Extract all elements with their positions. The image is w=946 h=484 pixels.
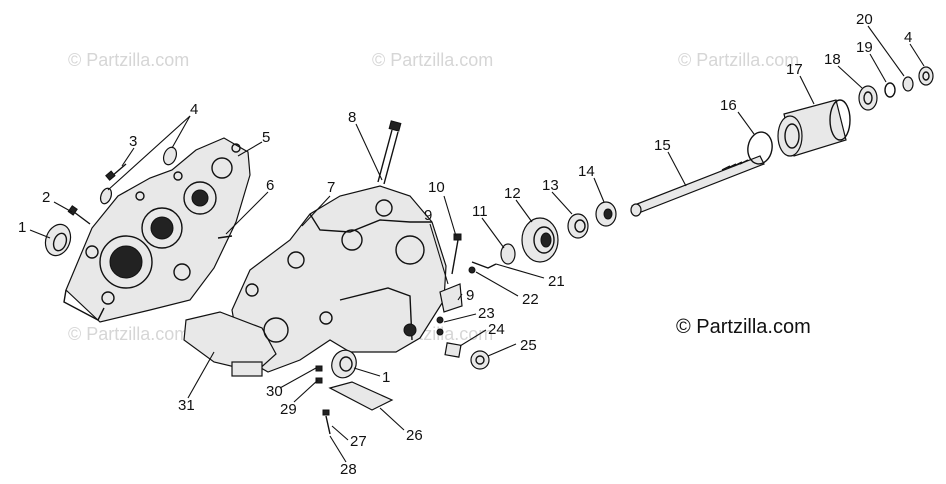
callout-8: 8 bbox=[348, 109, 356, 126]
callout-19: 19 bbox=[856, 39, 873, 56]
bushing bbox=[595, 201, 617, 227]
gear-12 bbox=[521, 217, 559, 263]
callout-30: 30 bbox=[266, 383, 283, 400]
bolt bbox=[377, 120, 402, 185]
watermark: © Partzilla.com bbox=[678, 50, 799, 70]
bracket bbox=[439, 283, 463, 313]
callout-2: 2 bbox=[42, 189, 50, 206]
gearcase-cover bbox=[63, 137, 251, 323]
callouts: 1 2 3 4 5 6 7 8 9 10 11 12 13 14 15 16 1… bbox=[18, 11, 912, 478]
callout-17: 17 bbox=[786, 61, 803, 78]
oil-seal bbox=[331, 349, 357, 379]
seal bbox=[99, 146, 178, 205]
bolt bbox=[451, 233, 462, 275]
callout-11: 11 bbox=[472, 203, 488, 220]
bolt bbox=[67, 205, 91, 225]
screw bbox=[322, 409, 331, 435]
callout-6: 6 bbox=[266, 177, 274, 194]
callout-31: 31 bbox=[178, 397, 195, 414]
bolt bbox=[105, 163, 127, 181]
callout-1: 1 bbox=[18, 219, 26, 236]
callout-4: 4 bbox=[190, 101, 198, 118]
callout-12: 12 bbox=[504, 185, 521, 202]
drive-shaft bbox=[630, 155, 765, 217]
callout-28: 28 bbox=[340, 461, 357, 478]
callout-29: 29 bbox=[280, 401, 297, 418]
callout-13: 13 bbox=[542, 177, 559, 194]
bearing bbox=[567, 213, 589, 239]
callout-10: 10 bbox=[428, 179, 445, 196]
washer bbox=[902, 76, 914, 92]
callout-9: 9 bbox=[424, 207, 432, 224]
callout-1b: 1 bbox=[382, 369, 390, 386]
washer bbox=[436, 316, 444, 336]
seal bbox=[470, 350, 490, 370]
callout-21: 21 bbox=[548, 273, 565, 290]
oil-seal bbox=[44, 223, 72, 257]
callout-24: 24 bbox=[488, 321, 505, 338]
callout-4b: 4 bbox=[904, 29, 912, 46]
snap-ring bbox=[884, 82, 896, 98]
nut bbox=[444, 342, 462, 358]
cover-plate bbox=[328, 381, 394, 411]
watermark: © Partzilla.com bbox=[68, 50, 189, 70]
watermark: © Partzilla.com bbox=[68, 324, 189, 344]
callout-18: 18 bbox=[824, 51, 841, 68]
callout-7: 7 bbox=[327, 179, 335, 196]
dowel-pin bbox=[217, 235, 233, 239]
callout-16: 16 bbox=[720, 97, 737, 114]
callout-23: 23 bbox=[478, 305, 495, 322]
callout-15: 15 bbox=[654, 137, 671, 154]
o-ring bbox=[747, 131, 773, 165]
bearing bbox=[858, 85, 878, 111]
callout-3: 3 bbox=[129, 133, 137, 150]
callout-14: 14 bbox=[578, 163, 595, 180]
callout-27: 27 bbox=[350, 433, 367, 450]
gear-11 bbox=[500, 243, 516, 265]
watermark: © Partzilla.com bbox=[372, 50, 493, 70]
callout-20: 20 bbox=[856, 11, 873, 28]
copyright-notice: © Partzilla.com bbox=[676, 316, 811, 338]
callout-5: 5 bbox=[262, 129, 270, 146]
leader-lines bbox=[29, 25, 925, 463]
callout-9b: 9 bbox=[466, 287, 474, 304]
callout-22: 22 bbox=[522, 291, 539, 308]
clutch-housing bbox=[777, 99, 851, 157]
shift-fork bbox=[468, 261, 497, 274]
seal bbox=[918, 66, 934, 86]
callout-25: 25 bbox=[520, 337, 537, 354]
transmission-case bbox=[183, 185, 447, 377]
callout-26: 26 bbox=[406, 427, 423, 444]
